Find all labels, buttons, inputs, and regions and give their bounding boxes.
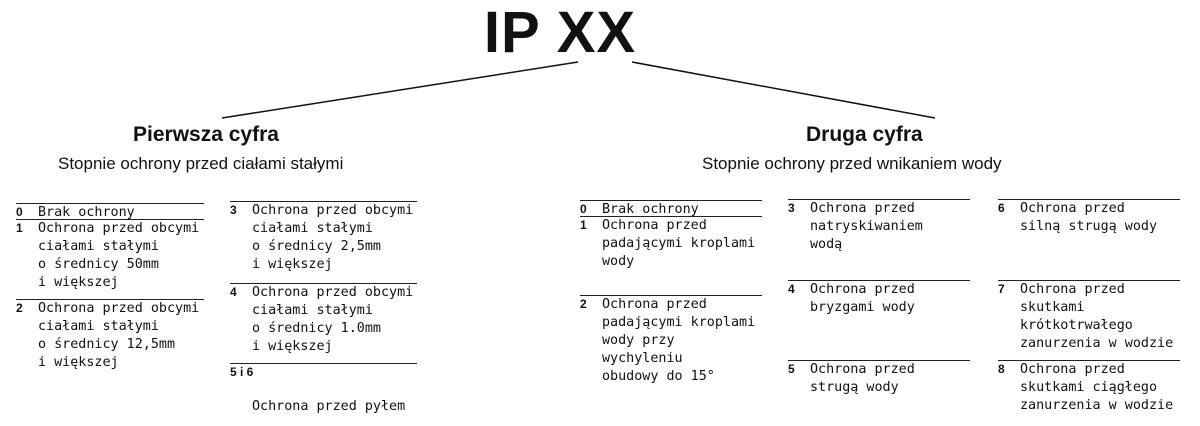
item-divider <box>16 203 204 204</box>
item-number: 7 <box>998 282 1005 296</box>
item-divider <box>788 199 970 200</box>
connector-line-first <box>221 61 579 119</box>
item-text: Ochrona przed skutkami krótkotrwałego za… <box>1020 282 1174 351</box>
item-number: 0 <box>580 202 587 216</box>
item-divider <box>580 216 762 217</box>
item-text: Ochrona przed silną strugą wody <box>1020 201 1158 234</box>
item-text: Ochrona przed pyłem <box>252 399 406 414</box>
item-number: 1 <box>16 221 23 235</box>
first-item-0: 0 Brak ochrony <box>16 203 204 221</box>
item-text: Brak ochrony <box>602 202 699 217</box>
second-item-7: 7 Ochrona przed skutkami krótkotrwałego … <box>998 280 1180 356</box>
item-divider <box>16 219 204 220</box>
item-number: 6 <box>998 201 1005 215</box>
item-number: 5 <box>788 362 795 376</box>
first-item-2: 2 Ochrona przed obcymi ciałami stałymi o… <box>16 299 204 375</box>
item-text: Ochrona przed strugą wody <box>810 362 915 395</box>
item-divider <box>998 360 1180 361</box>
item-divider <box>16 299 204 300</box>
item-divider <box>788 360 970 361</box>
item-divider <box>788 280 970 281</box>
item-number: 2 <box>16 301 23 315</box>
second-item-1: 1 Ochrona przed padającymi kroplami wody <box>580 216 762 274</box>
item-divider <box>998 199 1180 200</box>
item-divider <box>580 200 762 201</box>
item-text: Ochrona przed padającymi kroplami wody p… <box>602 297 756 384</box>
item-divider <box>230 201 417 202</box>
item-number: 3 <box>788 201 795 215</box>
item-text: Ochrona przed obcymi ciałami stałymi o ś… <box>38 301 200 370</box>
first-item-4: 4 Ochrona przed obcymi ciałami stałymi o… <box>230 283 417 359</box>
item-text: Ochrona przed obcymi ciałami stałymi o ś… <box>252 285 414 354</box>
first-digit-subtitle: Stopnie ochrony przed ciałami stałymi <box>58 154 344 173</box>
first-item-5-6: 5 i 6 Ochrona przed pyłem <box>230 363 417 419</box>
item-number: 1 <box>580 218 587 232</box>
diagram-title: IP XX <box>483 0 637 65</box>
item-text: Brak ochrony <box>38 205 135 220</box>
first-item-1: 1 Ochrona przed obcymi ciałami stałymi o… <box>16 219 204 295</box>
item-divider <box>998 280 1180 281</box>
item-divider <box>230 363 417 364</box>
item-number: 4 <box>788 282 795 296</box>
item-number: 5 i 6 <box>230 365 254 379</box>
item-number: 3 <box>230 203 237 217</box>
item-number: 8 <box>998 362 1005 376</box>
item-divider <box>230 283 417 284</box>
second-digit-subtitle: Stopnie ochrony przed wnikaniem wody <box>702 154 1002 173</box>
first-digit-heading: Pierwsza cyfra <box>133 123 279 146</box>
item-number: 2 <box>580 297 587 311</box>
item-text: Ochrona przed obcymi ciałami stałymi o ś… <box>252 203 414 272</box>
second-item-6: 6 Ochrona przed silną strugą wody <box>998 199 1180 239</box>
item-divider <box>580 295 762 296</box>
item-text: Ochrona przed natryskiwaniem wodą <box>810 201 923 252</box>
item-text: Ochrona przed skutkami ciągłego zanurzen… <box>1020 362 1174 413</box>
second-item-2: 2 Ochrona przed padającymi kroplami wody… <box>580 295 762 384</box>
second-item-8: 8 Ochrona przed skutkami ciągłego zanurz… <box>998 360 1180 418</box>
second-item-0: 0 Brak ochrony <box>580 200 762 218</box>
second-item-3: 3 Ochrona przed natryskiwaniem wodą <box>788 199 970 257</box>
first-item-3: 3 Ochrona przed obcymi ciałami stałymi o… <box>230 201 417 277</box>
item-text: Ochrona przed obcymi ciałami stałymi o ś… <box>38 221 200 290</box>
second-item-5: 5 Ochrona przed strugą wody <box>788 360 970 400</box>
item-number: 4 <box>230 285 237 299</box>
connector-line-second <box>631 61 936 119</box>
second-item-4: 4 Ochrona przed bryzgami wody <box>788 280 970 320</box>
item-text: Ochrona przed bryzgami wody <box>810 282 915 315</box>
item-text: Ochrona przed padającymi kroplami wody <box>602 218 756 269</box>
item-number: 0 <box>16 205 23 219</box>
second-digit-heading: Druga cyfra <box>806 123 923 146</box>
